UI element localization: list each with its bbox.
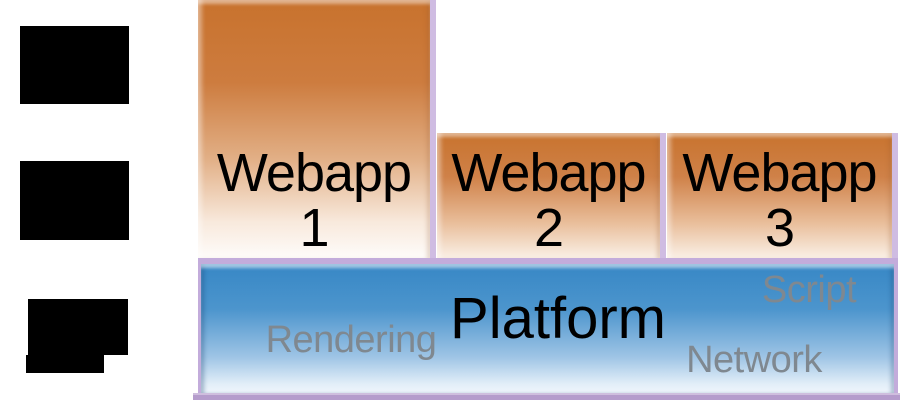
platform-component-script: Script xyxy=(761,269,857,311)
redacted-block xyxy=(26,355,104,373)
webapp-2-number: 2 xyxy=(533,198,564,258)
redacted-block xyxy=(20,26,129,104)
webapp-2-box: Webapp 2 xyxy=(437,133,666,258)
webapp-1-label: Webapp xyxy=(216,143,412,203)
lower-layer-edge xyxy=(193,393,900,400)
webapp-1-number: 1 xyxy=(299,198,329,258)
webapp-2-label: Webapp xyxy=(451,143,646,203)
webapp-3-number: 3 xyxy=(764,198,795,258)
webapp-1-box: Webapp 1 xyxy=(198,0,436,258)
webapp-3-label: Webapp xyxy=(682,143,877,203)
platform-component-rendering: Rendering xyxy=(265,319,437,361)
redacted-block xyxy=(20,161,129,240)
platform-title: Platform xyxy=(450,286,666,351)
platform-box: Platform Rendering Script Network xyxy=(198,258,898,393)
platform-component-network: Network xyxy=(686,339,822,381)
redacted-block xyxy=(28,299,128,355)
webapp-3-box: Webapp 3 xyxy=(667,133,898,258)
